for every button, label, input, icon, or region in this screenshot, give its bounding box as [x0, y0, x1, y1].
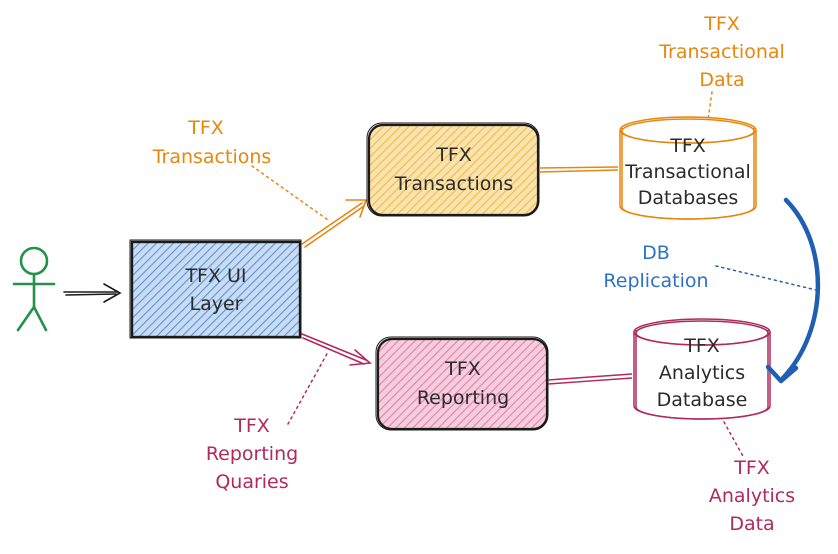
db-replication-annotation-line1: DB	[642, 242, 670, 264]
analytics-data-annotation-leader	[723, 421, 745, 459]
analytics-data-annotation-line3: Data	[729, 513, 774, 535]
analytics-data-annotation-line1: TFX	[733, 457, 770, 479]
transactions-annotation-line2: Transactions	[152, 146, 272, 168]
transactional-data-annotation-line2: Transactional	[658, 41, 785, 63]
transactions-service-box: TFX Transactions	[366, 122, 540, 217]
db-replication-annotation-line2: Replication	[603, 270, 708, 292]
reporting-queries-annotation-line3: Quaries	[215, 471, 288, 493]
transactions-service-label-line1: TFX	[435, 144, 472, 166]
db-replication-arrow	[765, 197, 821, 384]
transactions-to-db-connector	[538, 166, 619, 173]
reporting-queries-annotation: TFX Reporting Quaries	[206, 415, 298, 493]
transactions-annotation: TFX Transactions	[152, 117, 272, 168]
analytics-db-label-line1: TFX	[683, 335, 720, 357]
reporting-queries-annotation-line2: Reporting	[206, 443, 298, 465]
ui-layer-box: TFX UI Layer	[129, 239, 302, 339]
analytics-data-annotation-line2: Analytics	[709, 485, 795, 507]
db-replication-annotation: DB Replication	[603, 242, 708, 292]
db-replication-annotation-leader	[715, 265, 817, 291]
reporting-queries-annotation-leader	[287, 351, 329, 425]
transactional-data-annotation-line3: Data	[699, 69, 744, 91]
reporting-service-label-line2: Reporting	[417, 387, 509, 409]
transactional-db-label-line3: Databases	[638, 187, 739, 209]
reporting-queries-annotation-line1: TFX	[233, 415, 270, 437]
transactional-database-cylinder: TFX Transactional Databases	[619, 116, 757, 220]
ui-to-reporting-arrow	[301, 333, 372, 366]
ui-layer-label-line1: TFX UI	[184, 265, 246, 287]
transactions-service-label-line2: Transactions	[394, 173, 514, 195]
transactions-annotation-line1: TFX	[187, 117, 224, 139]
annotation-leaders	[251, 91, 817, 459]
user-to-ui-arrow	[63, 283, 122, 303]
transactional-db-label-line1: TFX	[669, 135, 706, 157]
reporting-to-db-connector	[547, 373, 633, 385]
analytics-database-cylinder: TFX Analytics Database	[633, 318, 771, 420]
transactional-data-annotation-line1: TFX	[703, 13, 740, 35]
transactions-annotation-leader	[251, 165, 329, 221]
reporting-service-box: TFX Reporting	[375, 336, 549, 431]
ui-to-transactions-arrow	[301, 199, 368, 248]
transactional-data-annotation: TFX Transactional Data	[658, 13, 785, 91]
transactional-data-annotation-leader	[707, 91, 713, 121]
analytics-data-annotation: TFX Analytics Data	[709, 457, 795, 535]
transactional-db-label-line2: Transactional	[624, 161, 751, 183]
analytics-db-label-line3: Database	[657, 389, 748, 411]
stick-figure-user-icon	[12, 246, 56, 332]
analytics-db-label-line2: Analytics	[659, 362, 745, 384]
reporting-service-label-line1: TFX	[444, 358, 481, 380]
ui-layer-label-line2: Layer	[190, 293, 243, 315]
